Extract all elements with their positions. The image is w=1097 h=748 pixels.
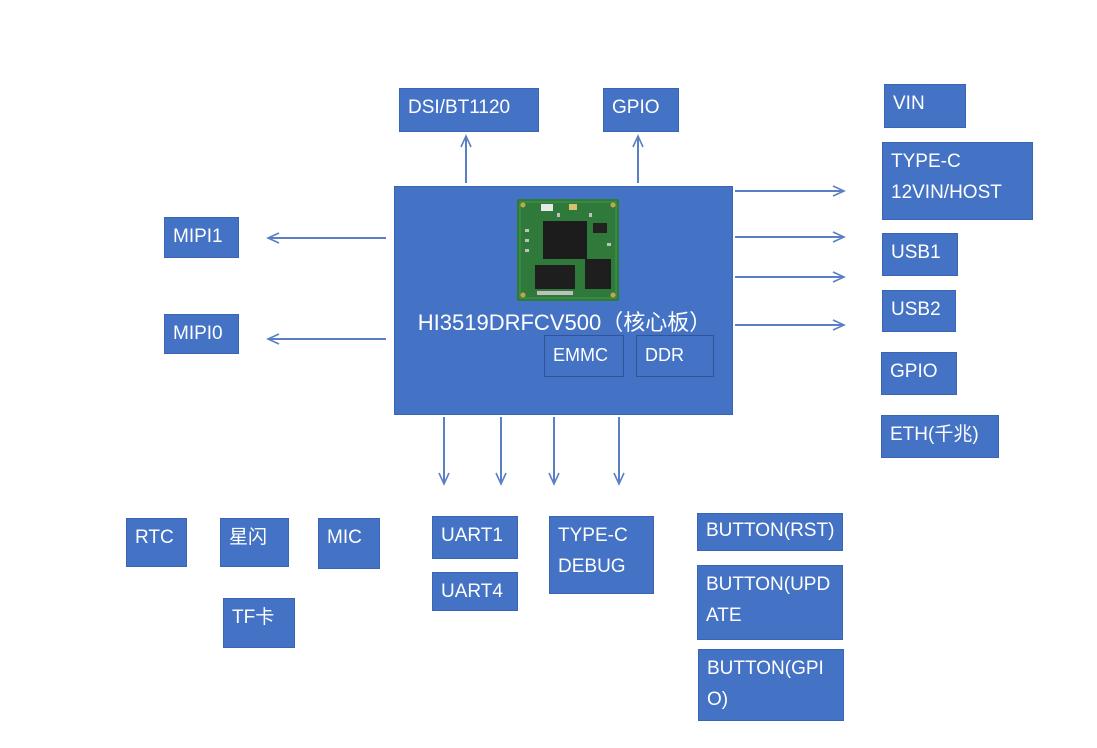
core-board-title: HI3519DRFCV500（核心板） [417, 310, 712, 335]
tf-card-box: TF卡 [223, 598, 295, 648]
typec-debug-line2: DEBUG [558, 556, 626, 577]
typec-debug-box: TYPE-C DEBUG [549, 516, 654, 594]
vin-box: VIN [884, 84, 966, 128]
button-update-line1: BUTTON(UPD [706, 574, 831, 595]
ddr-block: DDR [636, 335, 714, 377]
core-board: HI3519DRFCV500（核心板） EMMC DDR [394, 186, 733, 415]
button-rst-box: BUTTON(RST) [697, 513, 843, 551]
eth-gigabit-box: ETH(千兆) [881, 415, 999, 458]
button-gpio-line2: O) [707, 689, 729, 710]
star-flash-box: 星闪 [220, 518, 289, 567]
mipi1-box: MIPI1 [164, 217, 239, 258]
typec-host-line2: 12VIN/HOST [891, 182, 1002, 203]
emmc-block: EMMC [544, 335, 624, 377]
uart1-box: UART1 [432, 516, 518, 559]
typec-host-line1: TYPE-C [891, 151, 961, 172]
usb1-box: USB1 [882, 233, 958, 276]
core-board-photo [517, 199, 619, 301]
typec-host-box: TYPE-C 12VIN/HOST [882, 142, 1033, 220]
button-gpio-line1: BUTTON(GPI [707, 658, 824, 679]
top-gpio-box: GPIO [603, 88, 679, 132]
right-gpio-box: GPIO [881, 352, 957, 395]
button-update-box: BUTTON(UPD ATE [697, 565, 843, 640]
typec-debug-line1: TYPE-C [558, 525, 628, 546]
mipi0-box: MIPI0 [164, 314, 239, 354]
uart4-box: UART4 [432, 572, 518, 611]
button-update-line2: ATE [706, 605, 742, 626]
mic-box: MIC [318, 518, 380, 569]
dsi-bt1120-box: DSI/BT1120 [399, 88, 539, 132]
rtc-box: RTC [126, 518, 187, 567]
button-gpio-box: BUTTON(GPI O) [698, 649, 844, 721]
usb2-box: USB2 [882, 290, 956, 332]
